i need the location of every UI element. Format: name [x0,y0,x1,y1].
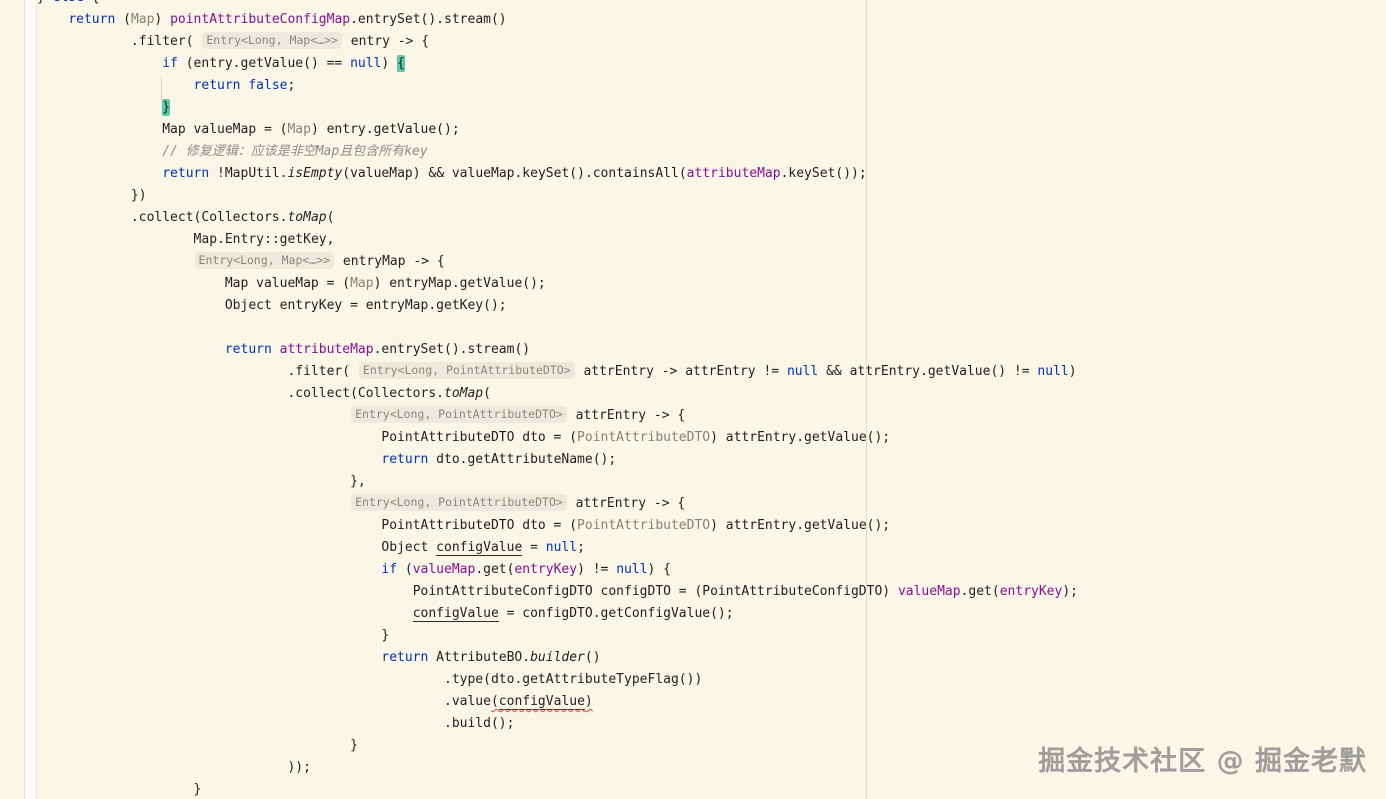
code-line: }) [130,188,147,203]
code-line: }, [350,474,366,489]
code-line: PointAttributeConfigDTO configDTO = (Poi… [412,584,1078,599]
code-line: Object configValue = null; [381,540,585,556]
code-line: return false; [193,78,296,93]
code-line: Entry<Long, PointAttributeDTO> attrEntry… [37,405,1078,427]
code-line: .type(dto.getAttributeTypeFlag()) [444,672,703,687]
code-line: Map.Entry::getKey, [193,232,335,247]
type-hint-inlay: Entry<Long, PointAttributeDTO> [351,494,567,511]
code-line: // 修复逻辑：应该是非空Map且包含所有key [162,144,428,159]
code-line: if (valueMap.get(entryKey) != null) { [381,562,672,577]
code-line: return attributeMap.entrySet().stream() [224,342,531,357]
code-line: .value(configValue) [444,694,593,710]
code-line: configValue = configDTO.getConfigValue()… [412,606,734,622]
code-line: } [350,738,358,753]
code-area[interactable]: } else { return (Map) pointAttributeConf… [37,0,1078,799]
right-margin-guide [866,0,867,799]
type-hint-inlay: Entry<Long, PointAttributeDTO> [351,406,567,423]
code-line [37,317,1078,339]
code-line: Map valueMap = (Map) entry.getValue(); [162,122,460,137]
code-line: Object entryKey = entryMap.getKey(); [224,298,507,313]
indent-guide [161,77,162,100]
code-line: PointAttributeDTO dto = (PointAttributeD… [381,518,891,533]
code-line: PointAttributeDTO dto = (PointAttributeD… [381,430,891,445]
code-line: Entry<Long, Map<…>> entryMap -> { [37,251,1078,273]
code-line: )); [287,760,311,775]
watermark: 掘金技术社区 @ 掘金老默 [1038,746,1367,777]
type-hint-inlay: Entry<Long, PointAttributeDTO> [358,362,575,379]
code-line: Entry<Long, PointAttributeDTO> attrEntry… [37,493,1078,515]
code-line: .collect(Collectors.toMap( [287,386,491,401]
code-line: } else { [37,0,1078,9]
code-line: } [193,782,202,797]
code-line: if (entry.getValue() == null) { [162,55,405,72]
editor-gutter [24,0,37,799]
code-line: return dto.getAttributeName(); [381,452,617,467]
code-line: return AttributeBO.builder() [381,650,601,665]
code-line: .filter( Entry<Long, PointAttributeDTO> … [287,362,1077,379]
type-hint-inlay: Entry<Long, Map<…>> [194,252,335,269]
type-hint-inlay: Entry<Long, Map<…>> [202,32,342,49]
code-line: } [162,99,171,116]
code-line: } [381,628,390,643]
code-line: return (Map) pointAttributeConfigMap.ent… [68,12,507,27]
code-line: return !MapUtil.isEmpty(valueMap) && val… [162,166,867,181]
code-line: .build(); [444,716,515,731]
code-line: Map valueMap = (Map) entryMap.getValue()… [224,276,546,291]
code-line: .filter( Entry<Long, Map<…>> entry -> { [130,32,430,49]
code-line: .collect(Collectors.toMap( [130,210,335,225]
